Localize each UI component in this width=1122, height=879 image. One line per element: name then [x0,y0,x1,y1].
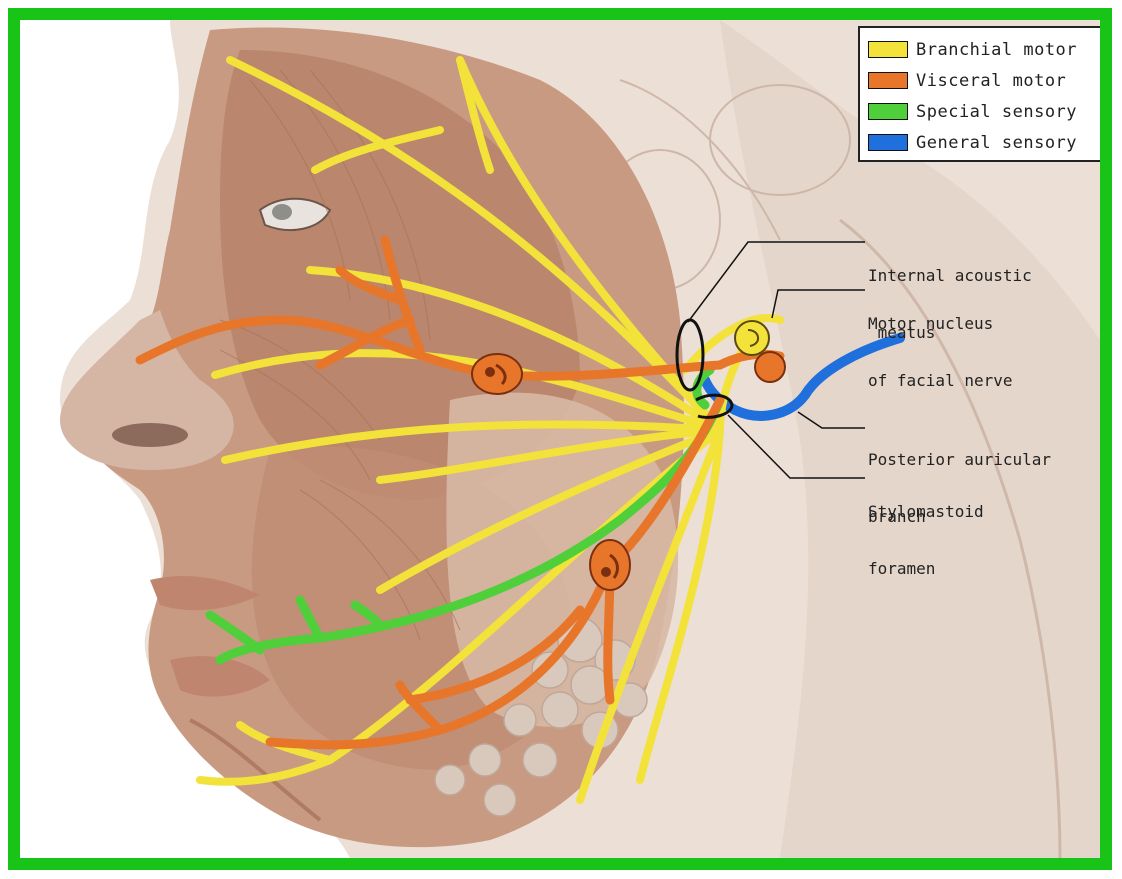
legend-swatch-general-sensory [868,134,908,151]
legend-swatch-special-sensory [868,103,908,120]
legend-item-general-sensory: General sensory [868,127,1096,158]
callout-line: Stylomastoid [868,502,984,521]
callout-line: of facial nerve [868,371,1013,390]
callout-line: foramen [868,559,984,578]
legend-label: General sensory [916,133,1077,153]
visceral-nucleus [755,352,785,382]
legend-label: Special sensory [916,102,1077,122]
legend: Branchial motor Visceral motor Special s… [858,26,1106,162]
ganglion-upper [472,354,522,394]
callout-stylomastoid-foramen: Stylomastoid foramen [868,464,984,616]
legend-label: Visceral motor [916,71,1066,91]
callout-line: Motor nucleus [868,314,1013,333]
legend-item-visceral-motor: Visceral motor [868,65,1096,96]
callout-motor-nucleus: Motor nucleus of facial nerve [868,276,1013,428]
illustration-frame: Branchial motor Visceral motor Special s… [8,8,1112,870]
ganglion-lower [590,540,630,590]
legend-item-branchial-motor: Branchial motor [868,34,1096,65]
legend-swatch-visceral-motor [868,72,908,89]
legend-label: Branchial motor [916,40,1077,60]
legend-item-special-sensory: Special sensory [868,96,1096,127]
legend-swatch-branchial-motor [868,41,908,58]
motor-nucleus [735,321,769,355]
